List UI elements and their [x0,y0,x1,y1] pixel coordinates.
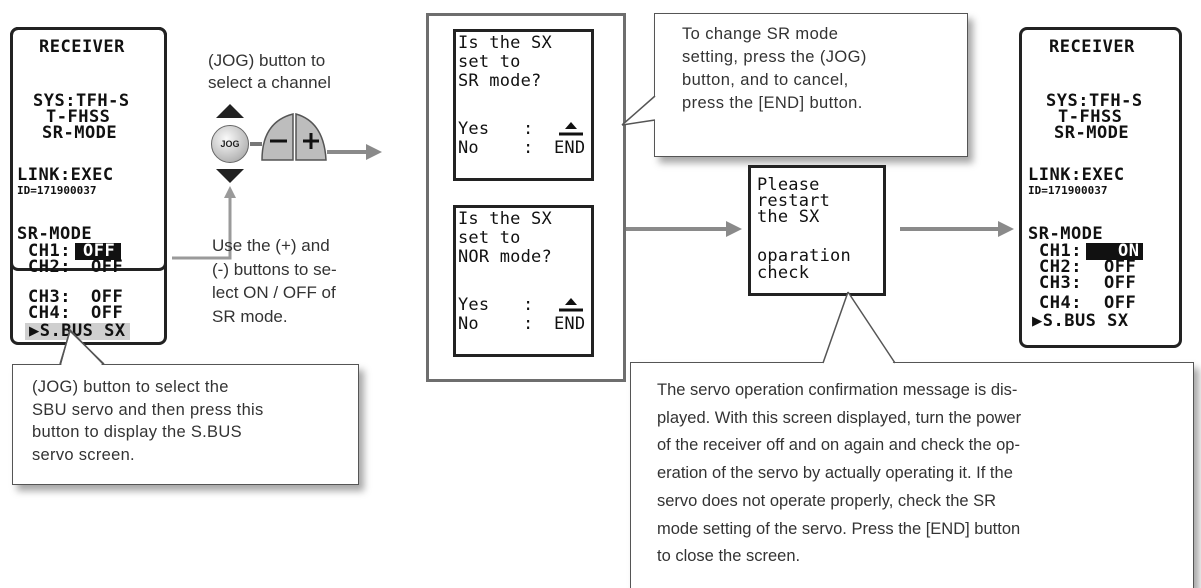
dialog-nor-question-3: NOR mode? [458,247,552,267]
dialog-sr-colon-2: : [523,138,534,158]
ch2-value: OFF [1104,257,1137,277]
dialog-sr-colon-1: : [523,119,534,139]
jog-select-channel-text: (JOG) button to select a channel [208,51,331,92]
ch1-name: CH1: [28,241,71,261]
dialog-sr-end: END [554,138,586,158]
receiver-screen-right: RECEIVER SYS:TFH-S T-FHSS SR-MODE LINK:E… [1019,27,1182,348]
dialog-frame [426,13,626,382]
dialog-nor-end: END [554,314,586,334]
ch4-name: CH4: [1039,293,1082,313]
ch2-name: CH2: [28,257,71,277]
dialog-nor-no: No [458,314,479,334]
dialog-nor-question-2: set to [458,228,521,248]
jog-button: JOG [211,125,249,163]
receiver-protocol: T-FHSS [46,107,111,127]
jog-down-arrow-icon [216,169,244,183]
receiver-screen-left: RECEIVER SYS:TFH-S T-FHSS SR-MODE LINK:E… [10,27,167,276]
ch3-name: CH3: [1039,273,1082,293]
receiver-title: RECEIVER [39,37,125,57]
dialog-nor-yes: Yes [458,295,490,315]
receiver-screen-left-bottom: CH3: OFF CH4: OFF ▶S.BUS SX [10,27,167,345]
ch1-to-jog-connector [172,196,232,260]
dialog-nor-mode: Is the SX set to NOR mode? Yes : No : EN… [453,205,594,357]
restart-line-1: Please [757,175,820,195]
sr-mode-label: SR-MODE [17,224,93,244]
restart-line-4: oparation [757,246,851,266]
ch2-value: OFF [91,257,124,277]
minus-button-shape [261,113,294,161]
ch1-connector-arrowhead [224,186,236,198]
ch4-name: CH4: [28,303,71,323]
callout-sbus: (JOG) button to select the SBU servo and… [12,364,359,485]
dialog-nor-colon-2: : [523,314,534,334]
ch2-name: CH2: [1039,257,1082,277]
receiver-sys: SYS:TFH-S [33,91,130,111]
jog-symbol-icon [559,298,583,312]
ch4-value: OFF [1104,293,1137,313]
arrow-to-restart-head [726,221,742,237]
dialog-sr-mode: Is the SX set to SR mode? Yes : No : END [453,29,594,181]
restart-line-5: check [757,263,810,283]
dialog-nor-question-1: Is the SX [458,209,552,229]
minus-plus-buttons [261,113,327,161]
ch1-name: CH1: [1039,241,1082,261]
ch1-value: OFF [75,243,122,260]
sbus-item: ▶S.BUS SX [25,323,130,340]
dialog-sr-question-2: set to [458,52,521,72]
receiver-id: ID=171900037 [17,184,97,197]
plus-minus-instruction-text: Use the (+) and (-) buttons to se- lect … [212,236,337,326]
dialog-sr-question-1: Is the SX [458,33,552,53]
arrow-to-dialogs-head [366,144,382,160]
ch4-value: OFF [91,303,124,323]
receiver-sys: SYS:TFH-S [1046,91,1143,111]
ch3-value: OFF [91,287,124,307]
dialog-sr-yes: Yes [458,119,490,139]
restart-screen: Please restart the SX oparation check [748,165,886,296]
jog-symbol-icon [559,122,583,136]
jog-up-arrow-icon [216,104,244,118]
arrow-to-receiver-right-head [998,221,1014,237]
dialog-sr-no: No [458,138,479,158]
sbus-item: ▶S.BUS SX [1032,311,1129,331]
receiver-protocol: T-FHSS [1058,107,1123,127]
receiver-link: LINK:EXEC [1028,165,1125,185]
callout-change-sr-mode: To change SR mode setting, press the (JO… [654,13,968,157]
receiver-title: RECEIVER [1049,37,1135,57]
restart-line-3: the SX [757,207,820,227]
restart-line-2: restart [757,191,831,211]
receiver-id: ID=171900037 [1028,184,1108,197]
sr-mode-label: SR-MODE [1028,224,1104,244]
dialog-nor-colon-1: : [523,295,534,315]
ch3-name: CH3: [28,287,71,307]
receiver-mode: SR-MODE [1054,123,1130,143]
receiver-mode: SR-MODE [42,123,118,143]
callout-confirmation: The servo operation confirmation message… [630,362,1194,588]
dialog-sr-question-3: SR mode? [458,71,542,91]
receiver-link: LINK:EXEC [17,165,114,185]
ch1-value: ON [1086,243,1144,260]
ch3-value: OFF [1104,273,1137,293]
